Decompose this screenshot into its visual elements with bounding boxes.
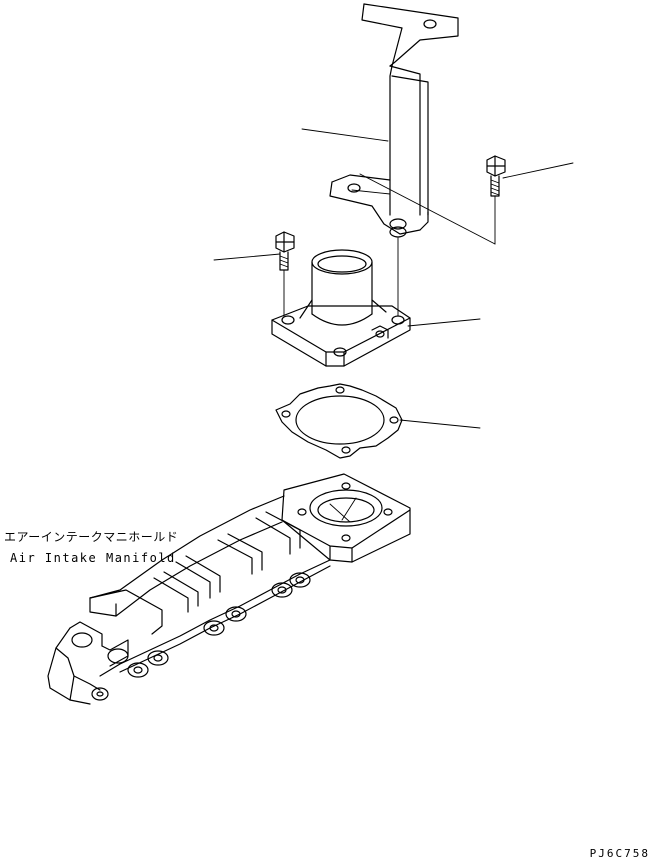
bracket: [329, 3, 459, 238]
leader-bolt-left: [213, 253, 281, 261]
air-intake-manifold: [47, 473, 411, 705]
leader-bracket: [301, 128, 389, 142]
drawing-code: PJ6C758: [589, 847, 650, 860]
guide-line-right: [359, 173, 496, 245]
leader-gasket: [399, 419, 481, 429]
gasket: [275, 383, 403, 459]
leader-bolt-right: [502, 162, 574, 179]
leader-connector: [407, 318, 481, 327]
bolt-left: [275, 231, 295, 317]
manifold-label-jp: エアーインテークマニホールド: [4, 530, 179, 544]
connector: [271, 249, 411, 367]
manifold-label-en: Air Intake Manifold: [10, 551, 176, 565]
bolt-right: [486, 155, 506, 245]
